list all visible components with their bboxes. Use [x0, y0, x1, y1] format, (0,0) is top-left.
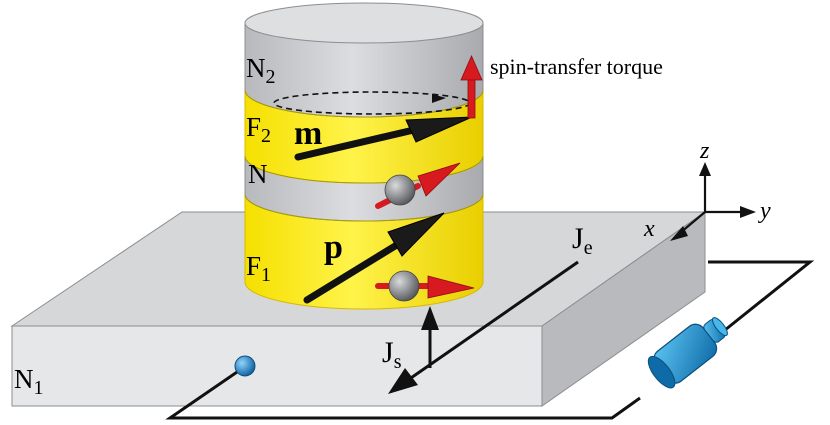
interface-n-f1 [244, 193, 484, 222]
slab-side-face [541, 211, 706, 407]
z-axis-label: z [699, 138, 710, 164]
js-label: Js [382, 336, 402, 373]
f1-label: F1 [246, 251, 271, 286]
z-axis-arrowhead-icon [699, 162, 711, 176]
f1-electron [375, 270, 475, 302]
je-label: Je [572, 222, 593, 259]
f2-label: F2 [246, 112, 271, 147]
pillar [244, 2, 484, 310]
spacer-electron [375, 162, 461, 209]
js-arrow [421, 306, 439, 368]
je-arrow [388, 260, 579, 394]
p-label: p [324, 229, 343, 266]
coordinate-axes [670, 162, 756, 241]
m-label: m [294, 115, 322, 152]
n-label: N [248, 159, 268, 189]
n2-label: N2 [246, 53, 276, 88]
circuit-wire-left [165, 368, 641, 420]
magnetization-p-arrow [303, 212, 445, 304]
y-axis-arrowhead-icon [740, 206, 756, 218]
spin-transfer-torque-label: spin-transfer torque [490, 54, 663, 79]
x-axis-arrowhead-icon [670, 226, 688, 241]
n1-label: N1 [14, 364, 44, 399]
y-axis-label: y [758, 198, 771, 224]
circuit-wire [165, 260, 815, 420]
magnetization-m-arrow [294, 116, 473, 161]
battery-icon [647, 317, 728, 389]
spin-transfer-torque-arrow [460, 55, 483, 119]
circuit-wire-right [708, 260, 815, 332]
interface-f2-n [244, 155, 484, 184]
x-axis-label: x [643, 216, 655, 242]
contact-electron-icon [234, 355, 256, 377]
slab-front-face [11, 325, 543, 407]
orbit-arrowhead-icon [432, 94, 446, 103]
pillar-top-cap [244, 2, 484, 44]
